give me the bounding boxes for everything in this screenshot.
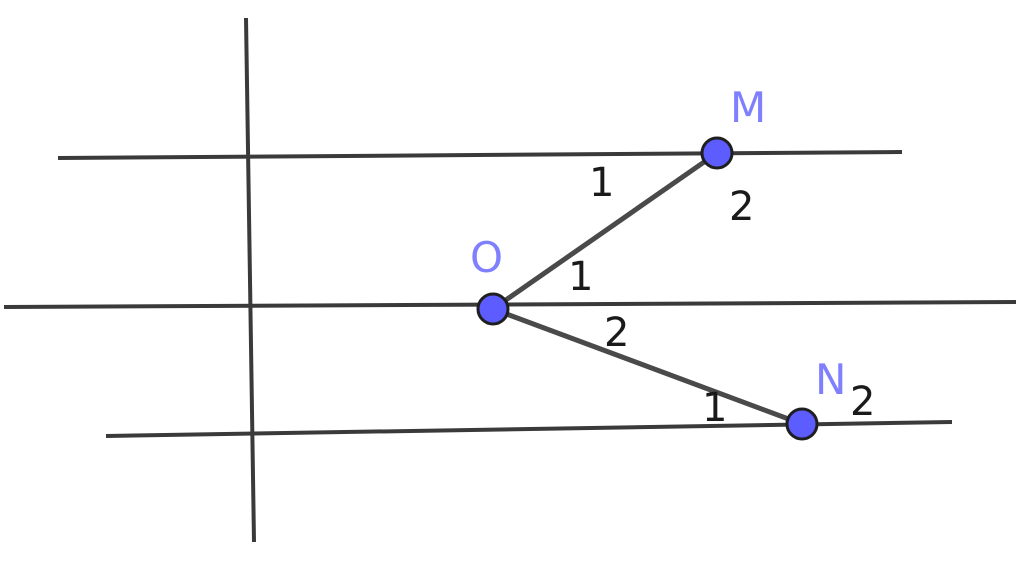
parallel-line-top — [57, 150, 903, 160]
angle-label-m2: 2 — [729, 184, 754, 230]
point-m-label: M — [730, 83, 766, 132]
vertical-transversal-line — [244, 17, 256, 543]
angle-label-n2: 2 — [850, 379, 875, 425]
point-n-label: N — [815, 355, 846, 404]
angle-label-n1: 1 — [702, 385, 727, 431]
parallel-line-middle — [3, 300, 1017, 309]
angle-label-o2: 2 — [604, 310, 629, 356]
segment-on — [490, 306, 805, 427]
point-m[interactable] — [700, 136, 734, 170]
point-o[interactable] — [476, 292, 510, 326]
angle-label-o1: 1 — [568, 254, 593, 300]
segment-om — [490, 150, 720, 312]
point-o-label: O — [470, 233, 503, 282]
point-n[interactable] — [785, 407, 819, 441]
parallel-line-bottom — [105, 420, 953, 438]
angle-label-m1: 1 — [589, 160, 614, 206]
